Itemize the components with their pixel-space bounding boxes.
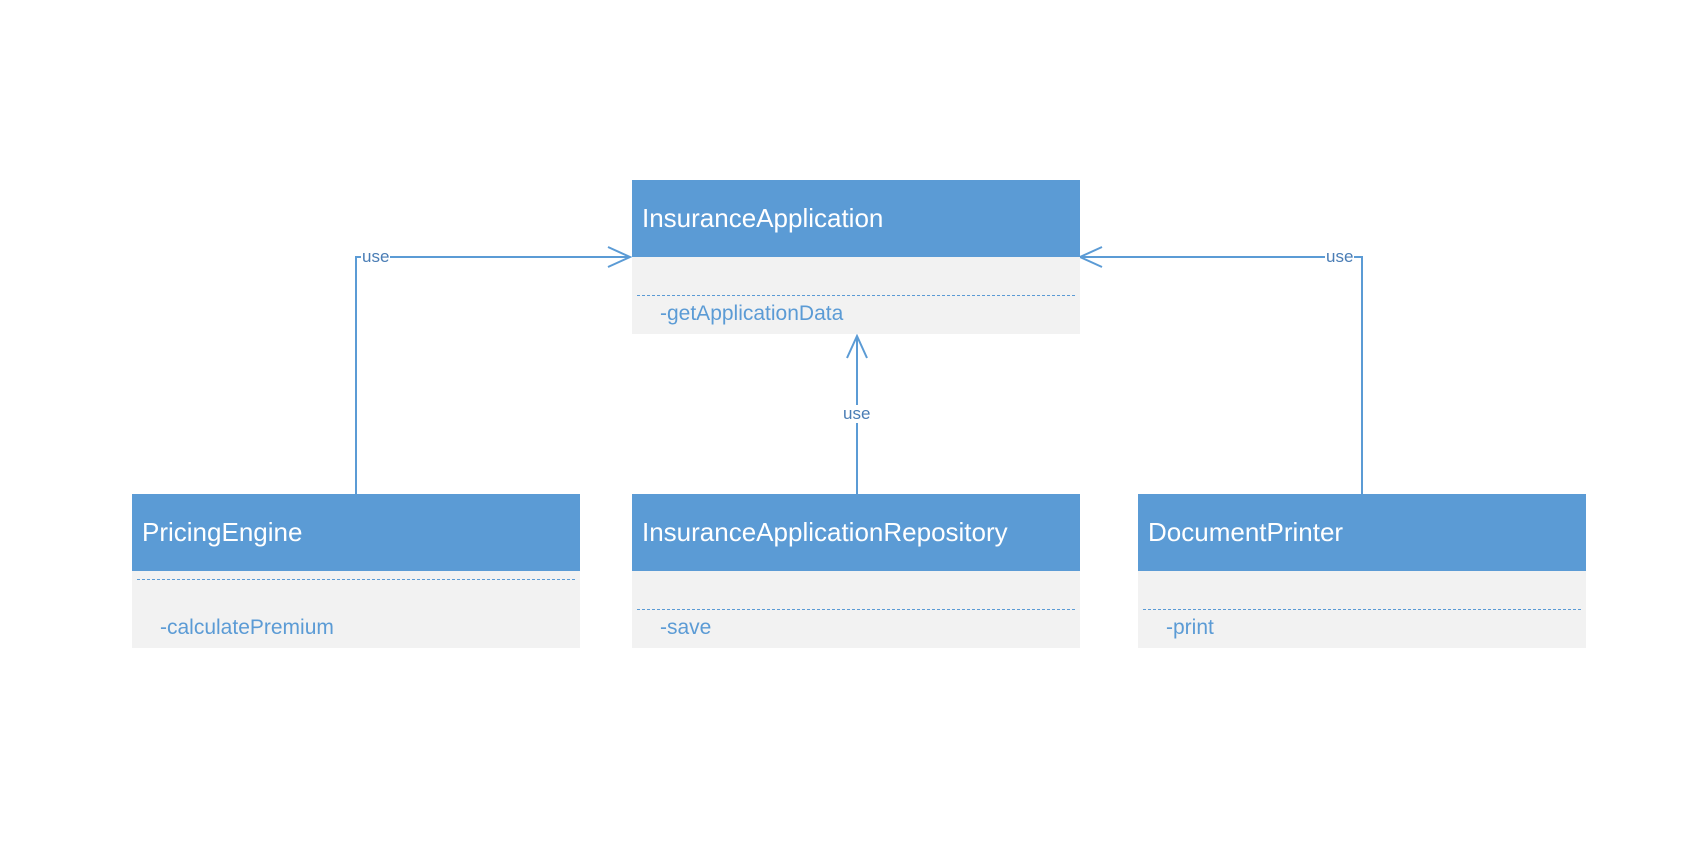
class-name-insurance-application-repository: InsuranceApplicationRepository	[632, 494, 1080, 571]
edge-label-document-printer: use	[1325, 247, 1355, 266]
class-body-document-printer: -print	[1138, 571, 1586, 648]
class-pricing-engine[interactable]: PricingEngine -calculatePremium	[132, 494, 580, 648]
edge-label-repository: use	[842, 404, 872, 423]
method-get-application-data: -getApplicationData	[660, 302, 844, 325]
class-insurance-application-repository[interactable]: InsuranceApplicationRepository -save	[632, 494, 1080, 648]
compartment-divider	[637, 295, 1075, 296]
edge-label-pricing-engine: use	[361, 247, 391, 266]
relation-pricing-engine-use-insurance-application	[355, 246, 633, 494]
compartment-divider	[637, 609, 1075, 610]
class-name-insurance-application: InsuranceApplication	[632, 180, 1080, 257]
method-calculate-premium: -calculatePremium	[160, 616, 334, 639]
class-insurance-application[interactable]: InsuranceApplication -getApplicationData	[632, 180, 1080, 334]
class-body-insurance-application-repository: -save	[632, 571, 1080, 648]
relation-document-printer-use-insurance-application	[1077, 246, 1363, 494]
class-document-printer[interactable]: DocumentPrinter -print	[1138, 494, 1586, 648]
class-name-document-printer: DocumentPrinter	[1138, 494, 1586, 571]
method-save: -save	[660, 616, 712, 639]
compartment-divider	[1143, 609, 1581, 610]
class-body-pricing-engine: -calculatePremium	[132, 571, 580, 648]
class-name-pricing-engine: PricingEngine	[132, 494, 580, 571]
compartment-divider	[137, 579, 575, 580]
class-body-insurance-application: -getApplicationData	[632, 257, 1080, 334]
method-print: -print	[1166, 616, 1214, 639]
